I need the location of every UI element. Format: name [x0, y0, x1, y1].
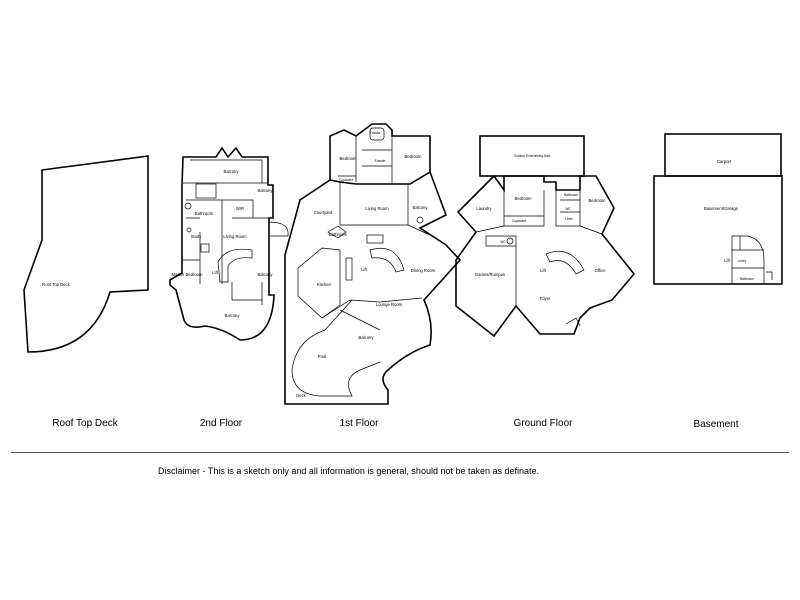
room-label: Kitchen — [317, 282, 332, 287]
room-label: Bathroom — [564, 193, 578, 197]
room-label: Office — [595, 268, 607, 273]
basement-plan: Carport Basement/Garage Lift Lobby Bathr… — [653, 133, 783, 285]
room-label: Ensuite — [375, 159, 386, 163]
room-label: Living Room — [223, 234, 247, 239]
room-label: Bathroom — [740, 277, 754, 281]
room-label: Pool — [318, 354, 326, 359]
room-label: Lift — [724, 258, 730, 263]
room-label: Lounge Room — [376, 302, 403, 307]
room-label: Lift — [361, 267, 367, 272]
room-label: Balcony — [258, 272, 274, 277]
room-label: Bathroom — [329, 232, 348, 237]
room-label: Cupboard — [512, 219, 526, 223]
floor-label-1st-floor: 1st Floor — [339, 418, 379, 429]
floor-label-ground-floor: Ground Floor — [513, 418, 573, 429]
room-label: Linen — [565, 217, 573, 221]
disclaimer-text: Disclaimer - This is a sketch only and a… — [158, 466, 540, 476]
floor-label-basement: Basement — [693, 419, 739, 430]
room-label: Lift — [212, 270, 218, 275]
room-label: Deck — [296, 393, 306, 398]
room-label: Study — [191, 234, 203, 239]
room-label: Balcony — [224, 169, 240, 174]
room-label: Foyer — [540, 296, 551, 301]
room-label: Bedroom — [405, 154, 423, 159]
room-label: Lobby — [738, 259, 747, 263]
room-label: Living Room — [365, 206, 389, 211]
room-label: Bedroom — [340, 156, 358, 161]
room-label: Courtyard — [314, 210, 333, 215]
room-label: Games/Rumpus — [475, 272, 505, 277]
room-label: Bathroom — [195, 211, 214, 216]
room-label: WC — [565, 207, 571, 211]
room-label: Laundry — [476, 206, 492, 211]
room-label: Lift — [540, 268, 546, 273]
divider-line — [11, 452, 789, 453]
room-label: Carport — [717, 159, 732, 164]
room-label: Master Bedroom — [172, 272, 203, 277]
room-label: Balcony — [359, 335, 375, 340]
floor-label-roof-top-deck: Roof Top Deck — [52, 418, 118, 429]
room-label: Bedroom — [515, 196, 533, 201]
room-label: Bedroom — [589, 198, 607, 203]
room-label: Balcony — [258, 188, 274, 193]
room-label: Dining Room — [411, 268, 436, 273]
room-label: Outdoor Entertaining Area — [514, 154, 551, 158]
room-label: WC — [500, 240, 506, 244]
floor-label-2nd-floor: 2nd Floor — [199, 418, 243, 429]
room-label: Ensuite — [370, 131, 381, 135]
room-label: Basement/Garage — [704, 206, 739, 211]
ground-floor-plan: Outdoor Entertaining Area Laundry Bedroo… — [455, 135, 636, 338]
room-label: Roof Top Deck — [42, 282, 70, 287]
second-floor-plan: Balcony Balcony Bathroom WIR Study Livin… — [169, 146, 289, 341]
room-label: Cupboard — [339, 178, 353, 182]
roof-top-deck-plan: Roof Top Deck — [23, 155, 149, 353]
first-floor-plan: Ensuite Bedroom Bedroom Ensuite Cupboard… — [284, 123, 462, 405]
room-label: WIR — [236, 206, 244, 211]
room-label: Balcony — [413, 205, 429, 210]
room-label: Balcony — [225, 313, 241, 318]
